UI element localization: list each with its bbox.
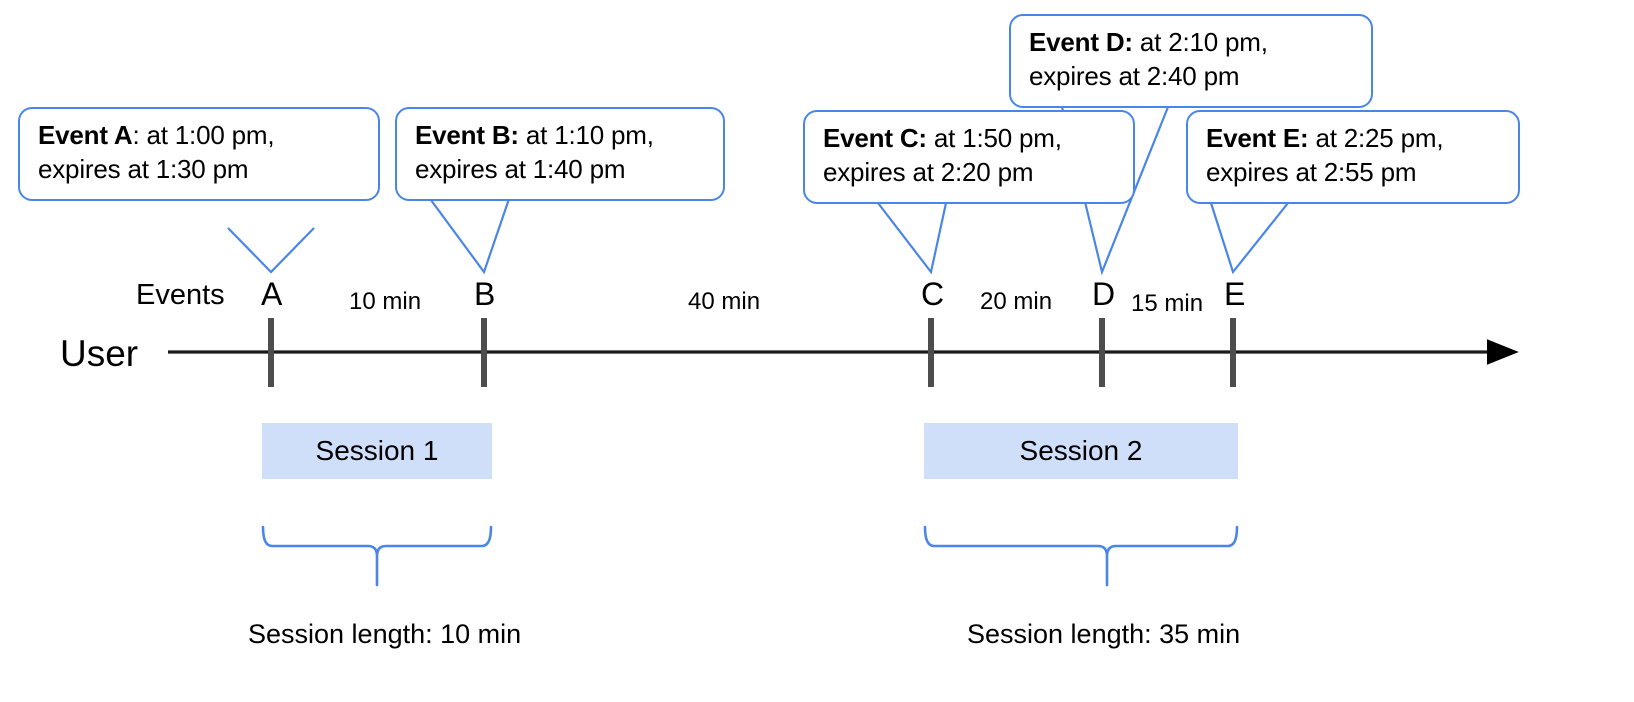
callout-tail-a xyxy=(227,227,315,274)
callout-event-e-bold: Event E: xyxy=(1206,123,1309,153)
brace-session-1 xyxy=(261,525,493,587)
callout-event-d-rest: at 2:10 pm, xyxy=(1132,27,1268,57)
callout-event-e[interactable]: Event E: at 2:25 pm, expires at 2:55 pm xyxy=(1186,110,1520,204)
session-2-length-caption: Session length: 35 min xyxy=(967,619,1241,649)
callout-line-1: Event C: at 1:50 pm, xyxy=(823,122,1117,156)
session-1-length-caption: Session length: 10 min xyxy=(248,619,522,649)
callout-event-d-line2: expires at 2:40 pm xyxy=(1029,60,1240,91)
axis-row-label-user: User xyxy=(60,333,139,374)
session-bar-1[interactable]: Session 1 xyxy=(262,423,492,479)
callout-event-b[interactable]: Event B: at 1:10 pm, expires at 1:40 pm xyxy=(395,107,725,201)
callout-event-c-line2: expires at 2:20 pm xyxy=(823,156,1034,187)
gap-label-d-e: 15 min xyxy=(1131,290,1204,317)
callout-event-a[interactable]: Event A: at 1:00 pm, expires at 1:30 pm xyxy=(18,107,380,201)
callout-line-1: Event E: at 2:25 pm, xyxy=(1206,122,1502,156)
session-bar-2[interactable]: Session 2 xyxy=(924,423,1238,479)
callout-line-1: Event A: at 1:00 pm, xyxy=(38,119,362,153)
callout-event-b-line2: expires at 1:40 pm xyxy=(415,153,626,184)
tick-label-c: C xyxy=(921,276,945,312)
callout-line-1: Event B: at 1:10 pm, xyxy=(415,119,707,153)
tick-label-a: A xyxy=(261,276,283,312)
callout-event-d-bold: Event D: xyxy=(1029,27,1133,57)
tick-label-e: E xyxy=(1224,276,1246,312)
callout-event-c-rest: at 1:50 pm, xyxy=(926,123,1062,153)
callout-tail-b xyxy=(427,195,512,275)
callout-event-a-bold: Event A xyxy=(38,120,133,150)
tick-label-d: D xyxy=(1092,276,1116,312)
gap-label-b-c: 40 min xyxy=(688,288,761,315)
callout-event-a-line2: expires at 1:30 pm xyxy=(38,153,249,184)
callout-event-e-rest: at 2:25 pm, xyxy=(1308,123,1444,153)
callout-event-b-rest: at 1:10 pm, xyxy=(518,120,654,150)
callout-event-c-bold: Event C: xyxy=(823,123,927,153)
session-bar-2-label: Session 2 xyxy=(1019,435,1143,466)
callout-event-b-bold: Event B: xyxy=(415,120,519,150)
callout-event-d[interactable]: Event D: at 2:10 pm, expires at 2:40 pm xyxy=(1009,14,1373,108)
tick-label-b: B xyxy=(474,276,496,312)
callout-event-e-line2: expires at 2:55 pm xyxy=(1206,156,1417,187)
callout-tail-c xyxy=(877,202,948,275)
gap-label-a-b: 10 min xyxy=(349,288,422,315)
callout-tail-e xyxy=(1209,202,1289,275)
session-bar-1-label: Session 1 xyxy=(315,435,439,466)
axis-events-label: Events xyxy=(136,279,225,311)
callout-event-c[interactable]: Event C: at 1:50 pm, expires at 2:20 pm xyxy=(803,110,1135,204)
callout-line-1: Event D: at 2:10 pm, xyxy=(1029,26,1355,60)
gap-label-c-d: 20 min xyxy=(980,288,1053,315)
brace-session-2 xyxy=(923,525,1239,587)
callout-event-a-rest: : at 1:00 pm, xyxy=(132,120,275,150)
